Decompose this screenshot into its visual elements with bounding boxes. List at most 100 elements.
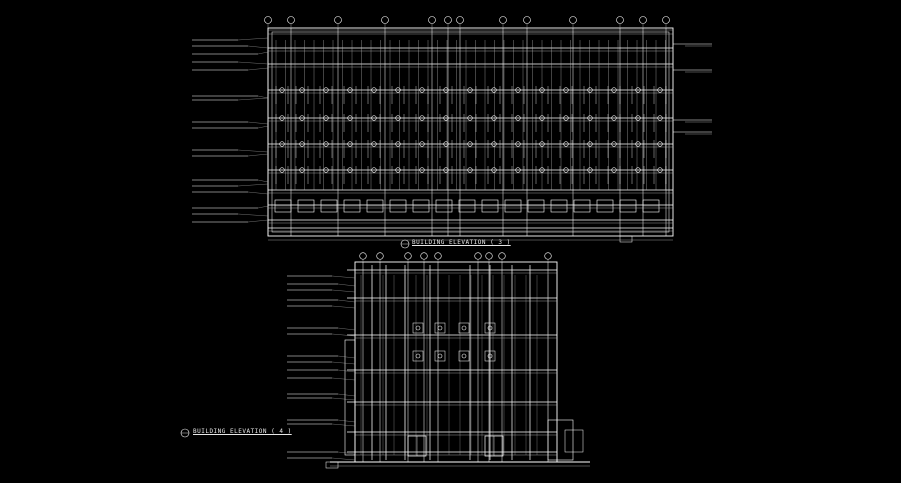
fixture-symbol (467, 167, 473, 173)
annotation-leader (337, 299, 356, 303)
fixture-symbol (395, 167, 401, 173)
fixture-symbol (347, 141, 353, 147)
fixture-symbol (487, 353, 493, 359)
annotation-leader (237, 37, 269, 41)
fixture-symbol (487, 325, 493, 331)
fixture-box (412, 322, 424, 334)
fixture-box (434, 350, 446, 362)
fixture-box (458, 322, 470, 334)
grid-bubble (420, 252, 428, 260)
grid-bubble (616, 16, 624, 24)
fixture-symbol (587, 167, 593, 173)
fixture-symbol (419, 115, 425, 121)
fixture-symbol (323, 141, 329, 147)
annotation-leader (237, 149, 269, 153)
annotation-leader (257, 51, 269, 55)
fixture-symbol (279, 167, 285, 173)
fixture-symbol (657, 115, 663, 121)
fixture-symbol (443, 115, 449, 121)
fixture-symbol (279, 87, 285, 93)
fixture-symbol (657, 87, 663, 93)
building-elevation-4 (180, 252, 590, 469)
annotation-leader (247, 45, 269, 49)
fixture-symbol (395, 141, 401, 147)
fixture-symbol (323, 87, 329, 93)
fixture-symbol (467, 115, 473, 121)
fixture-symbol (635, 115, 641, 121)
fixture-symbol (461, 353, 467, 359)
annotation-leader (337, 393, 356, 397)
fixture-symbol (515, 87, 521, 93)
annotation-leader (331, 377, 356, 381)
grid-bubble (359, 252, 367, 260)
fixture-symbol (563, 115, 569, 121)
fixture-symbol (563, 87, 569, 93)
fixture-symbol (437, 353, 443, 359)
side-annex-right (547, 419, 574, 461)
annotation-leader (257, 95, 269, 99)
grid-bubble (434, 252, 442, 260)
fixture-symbol (491, 141, 497, 147)
side-annex-left (344, 339, 356, 456)
grid-bubble (569, 16, 577, 24)
fixture-symbol (635, 141, 641, 147)
fixture-symbol (657, 141, 663, 147)
annotation-leader (331, 361, 356, 365)
fixture-symbol (415, 325, 421, 331)
annotation-leader (257, 205, 269, 209)
fixture-symbol (539, 87, 545, 93)
fixture-symbol (515, 115, 521, 121)
grid-bubble (639, 16, 647, 24)
annotation-leader (331, 305, 356, 309)
fixture-symbol (467, 141, 473, 147)
fixture-symbol (657, 167, 663, 173)
annotation-leader (331, 397, 356, 401)
fixture-symbol (371, 167, 377, 173)
annex-window (564, 429, 584, 453)
grid-bubble (499, 16, 507, 24)
grid-bubble (523, 16, 531, 24)
fixture-symbol (347, 167, 353, 173)
fixture-symbol (299, 167, 305, 173)
annotation-leader (337, 283, 356, 287)
fixture-box (458, 350, 470, 362)
level-marker (325, 461, 339, 469)
fixture-symbol (587, 87, 593, 93)
grid-bubble (287, 16, 295, 24)
grid-bubble (376, 252, 384, 260)
fixture-symbol (437, 325, 443, 331)
annotation-leader (237, 183, 269, 187)
annotation-leader (337, 419, 356, 423)
grid-bubble (498, 252, 506, 260)
annotation-leader (337, 369, 356, 373)
annotation-leader (247, 219, 269, 223)
fixture-symbol (539, 141, 545, 147)
annotation-leader (237, 61, 269, 65)
fixture-symbol (419, 141, 425, 147)
fixture-symbol (347, 115, 353, 121)
annotation-leader (237, 213, 269, 217)
fixture-symbol (539, 167, 545, 173)
annotation-leader (331, 289, 356, 293)
grid-bubble (662, 16, 670, 24)
fixture-symbol (611, 87, 617, 93)
annotation-leader (337, 451, 356, 455)
grid-bubble (474, 252, 482, 260)
annotation-leader (247, 153, 269, 157)
grid-bubble (444, 16, 452, 24)
annotation-leader (247, 67, 269, 71)
fixture-symbol (563, 167, 569, 173)
annotation-leader (337, 355, 356, 359)
fixture-symbol (279, 141, 285, 147)
fixture-symbol (347, 87, 353, 93)
fixture-symbol (491, 87, 497, 93)
grid-bubble (404, 252, 412, 260)
fixture-symbol (395, 115, 401, 121)
grid-bubble (485, 252, 493, 260)
grid-bubble (428, 16, 436, 24)
annotation-leader (331, 457, 356, 461)
fixture-symbol (299, 141, 305, 147)
annotation-leader (247, 121, 269, 125)
fixture-symbol (461, 325, 467, 331)
annotation-leader (247, 191, 269, 195)
